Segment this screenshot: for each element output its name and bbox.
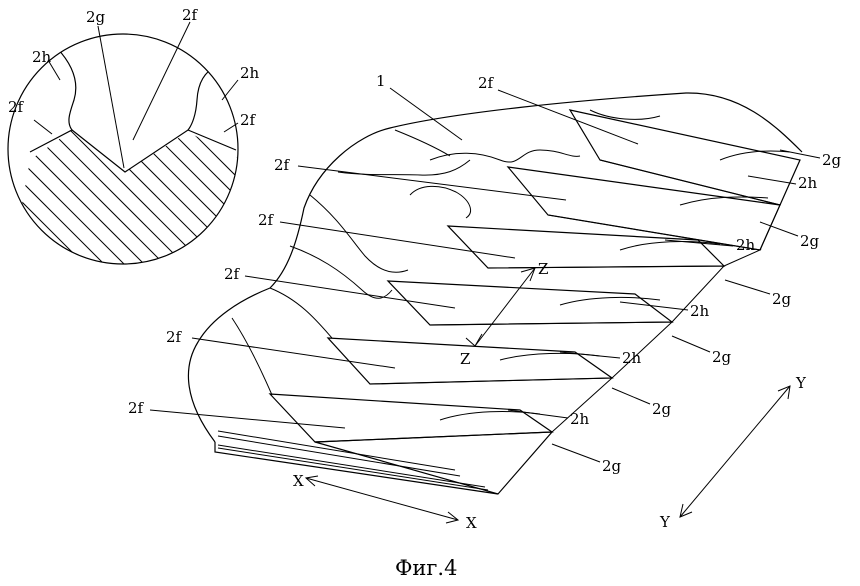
leader-lines: [149, 87, 821, 463]
label-2g: 2g: [602, 457, 622, 475]
main-body: [187, 92, 803, 495]
label-2g: 2g: [712, 348, 732, 366]
label-2g: 2g: [772, 290, 792, 308]
label-z-top: Z: [538, 260, 548, 278]
figure-caption: Фиг.4: [395, 556, 457, 580]
label-2f: 2f: [478, 74, 495, 92]
label-2f: 2f: [274, 156, 291, 174]
label-2h: 2h: [736, 236, 756, 254]
label-y-bottom: Y: [659, 513, 671, 531]
label-2f: 2f: [182, 6, 199, 24]
label-2g: 2g: [86, 8, 106, 26]
label-2f: 2f: [240, 111, 257, 129]
label-1: 1: [376, 72, 386, 90]
body-outline: [187, 92, 803, 443]
section-line-zz: [465, 267, 536, 347]
label-z-bottom: Z: [460, 350, 470, 368]
label-2f: 2f: [128, 399, 145, 417]
y-direction-arrow: [679, 385, 791, 518]
label-2h: 2h: [570, 410, 590, 428]
label-2h: 2h: [798, 174, 818, 192]
label-2h: 2h: [32, 48, 52, 66]
labels: 2g 2f 2h 2h 2f 2f 1 2f 2f 2f 2f 2f 2f 2g…: [8, 6, 842, 532]
label-2g: 2g: [822, 151, 842, 169]
section-hatching: [10, 130, 238, 264]
label-x-left: X: [293, 472, 304, 490]
label-2f: 2f: [224, 265, 241, 283]
label-2g: 2g: [652, 400, 672, 418]
label-2h: 2h: [240, 64, 260, 82]
label-y-top: Y: [795, 374, 807, 392]
label-2f: 2f: [258, 211, 275, 229]
label-2h: 2h: [622, 349, 642, 367]
label-2h: 2h: [690, 302, 710, 320]
label-2f: 2f: [8, 98, 25, 116]
detail-circle: [7, 21, 239, 265]
tooth-row: [268, 109, 801, 495]
x-direction-arrow: [304, 475, 460, 524]
label-2g: 2g: [800, 232, 820, 250]
label-x-right: X: [466, 514, 477, 532]
label-2f: 2f: [166, 328, 183, 346]
